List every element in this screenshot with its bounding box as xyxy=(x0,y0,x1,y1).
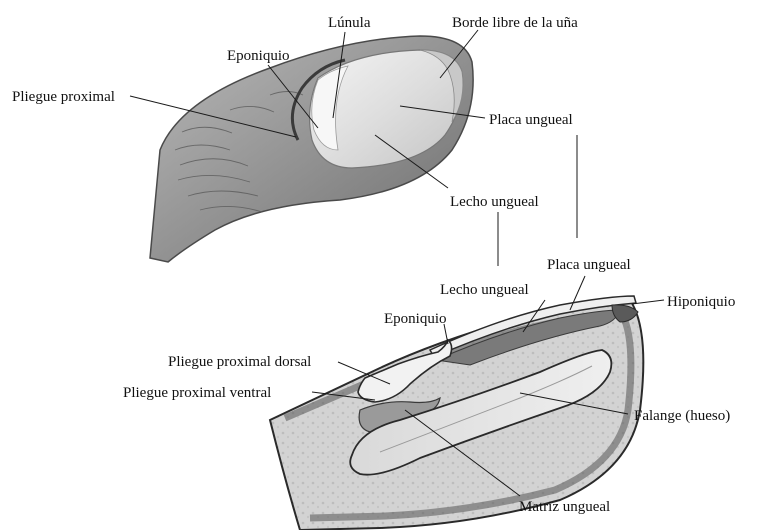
label-pliegue-proximal: Pliegue proximal xyxy=(12,89,115,105)
label-eponiquio-section: Eponiquio xyxy=(384,311,447,327)
label-lunula: Lúnula xyxy=(328,15,371,31)
label-hiponiquio: Hiponiquio xyxy=(667,294,735,310)
label-placa-ungueal-section: Placa ungueal xyxy=(547,257,631,273)
label-eponiquio-top: Eponiquio xyxy=(227,48,290,64)
label-pliegue-proximal-ventral: Pliegue proximal ventral xyxy=(123,385,271,401)
label-lecho-ungueal-top: Lecho ungueal xyxy=(450,194,539,210)
label-lecho-ungueal-section: Lecho ungueal xyxy=(440,282,529,298)
finger-illustration xyxy=(150,36,473,262)
label-placa-ungueal-top: Placa ungueal xyxy=(489,112,573,128)
section-illustration xyxy=(270,296,643,530)
leader-hiponiquio xyxy=(632,300,664,304)
label-borde-libre: Borde libre de la uña xyxy=(452,15,578,31)
label-pliegue-proximal-dorsal: Pliegue proximal dorsal xyxy=(168,354,311,370)
label-falange: Falange (hueso) xyxy=(634,408,730,424)
label-matriz-ungueal: Matriz ungueal xyxy=(519,499,610,515)
